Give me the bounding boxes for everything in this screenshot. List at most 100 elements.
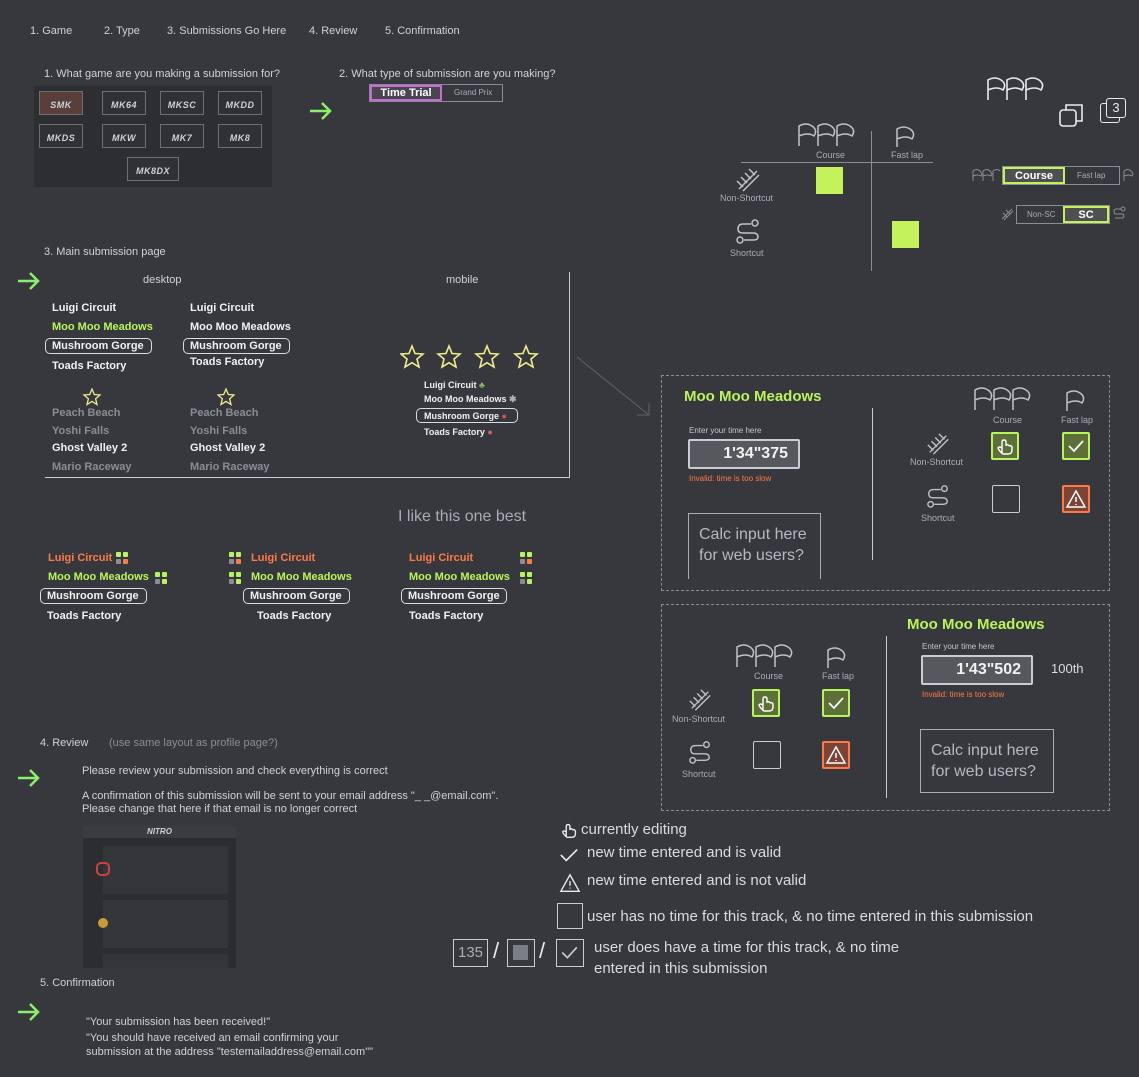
panel-b-rank: 100th	[1051, 661, 1084, 676]
track-item-selected[interactable]: Mushroom Gorge	[243, 588, 350, 604]
track-item[interactable]: Luigi Circuit	[409, 552, 474, 564]
panel-b-cell-fast-nonsc[interactable]	[822, 689, 850, 717]
matrix-hline	[741, 162, 933, 163]
step-tab-type[interactable]: 2. Type	[104, 25, 140, 37]
track-item-selected[interactable]: Mushroom Gorge	[401, 588, 507, 604]
panel-b-cell-fast-sc[interactable]	[822, 741, 850, 769]
mobile-track-item[interactable]: Luigi Circuit ♣	[424, 380, 485, 390]
toggle-shortcut-icon	[1113, 206, 1126, 219]
track-item[interactable]: Mario Raceway	[190, 461, 270, 473]
track-item[interactable]: Luigi Circuit	[48, 552, 113, 564]
toggle-non-sc[interactable]: Non-SC	[1027, 210, 1056, 219]
type-time-trial[interactable]: Time Trial	[370, 85, 442, 101]
status-dots-icon	[228, 551, 244, 565]
legend-editing: currently editing	[581, 821, 687, 838]
track-rail-icon	[736, 168, 760, 192]
game-card-smk[interactable]: SMK	[39, 91, 83, 115]
track-rail-icon	[689, 689, 711, 711]
time-value-sample: 135	[453, 939, 488, 967]
matrix-cell-fast-sc[interactable]	[892, 221, 919, 248]
toggle-course[interactable]: Course	[1003, 167, 1065, 184]
panel-b-time-input[interactable]: 1'43"502	[921, 655, 1033, 685]
panel-b-non-shortcut-label: Non-Shortcut	[672, 714, 726, 724]
track-item[interactable]: Luigi Circuit	[52, 302, 117, 314]
game-card-mksc[interactable]: MKSC	[160, 91, 204, 115]
panel-a-calc-input[interactable]: Calc input here for web users?	[688, 513, 821, 579]
game-card-mkw[interactable]: MKW	[102, 124, 146, 148]
game-card-mk7[interactable]: MK7	[160, 124, 204, 148]
track-item[interactable]: Yoshi Falls	[190, 425, 248, 437]
mobile-track-item-selected[interactable]: Mushroom Gorge ●	[416, 408, 518, 423]
panel-b-shortcut-label: Shortcut	[682, 769, 716, 779]
status-dots-icon	[154, 571, 170, 585]
warning-icon	[559, 873, 581, 892]
fast-lap-flag-icon	[827, 647, 846, 668]
star-icon[interactable]	[217, 388, 235, 406]
game-card-mkdd[interactable]: MKDD	[218, 91, 262, 115]
arrow-right-icon	[18, 769, 40, 787]
step-tab-confirmation[interactable]: 5. Confirmation	[385, 25, 460, 37]
panel-a-cell-fast-nonsc[interactable]	[1062, 432, 1090, 460]
track-item[interactable]: Luigi Circuit	[251, 552, 316, 564]
track-item[interactable]: Ghost Valley 2	[52, 442, 128, 454]
track-item[interactable]: Moo Moo Meadows	[48, 571, 149, 583]
game-card-mk8dx[interactable]: MK8DX	[127, 157, 179, 181]
star-icon	[473, 344, 501, 369]
legend-slash: /	[539, 938, 546, 963]
panel-a-time-label: Enter your time here	[689, 426, 762, 435]
track-item[interactable]: Peach Beach	[52, 407, 121, 419]
step-tab-game[interactable]: 1. Game	[30, 25, 73, 37]
step-tab-review[interactable]: 4. Review	[309, 25, 358, 37]
track-item[interactable]: Luigi Circuit	[190, 302, 255, 314]
track-item-active[interactable]: Moo Moo Meadows	[52, 321, 153, 333]
track-item[interactable]: Peach Beach	[190, 407, 259, 419]
track-item[interactable]: Moo Moo Meadows	[251, 571, 352, 583]
arrow-right-icon	[18, 272, 40, 290]
star-icon[interactable]	[83, 388, 101, 406]
track-item[interactable]: Ghost Valley 2	[190, 442, 266, 454]
panel-a-divider	[872, 408, 873, 560]
legend-valid: new time entered and is valid	[587, 844, 782, 861]
track-item[interactable]: Toads Factory	[257, 610, 332, 622]
connector-arrow-icon	[576, 356, 650, 416]
arrow-right-icon	[18, 1003, 40, 1021]
track-item[interactable]: Moo Moo Meadows	[409, 571, 510, 583]
track-item-selected[interactable]: Mushroom Gorge	[45, 338, 152, 354]
toggle-sc[interactable]: SC	[1063, 206, 1109, 223]
panel-b-cell-course-sc[interactable]	[753, 741, 781, 769]
panel-a-time-input[interactable]: 1'34"375	[688, 439, 800, 469]
flags-icon	[987, 77, 1044, 100]
mobile-track-item[interactable]: Moo Moo Meadows ✱	[424, 394, 517, 404]
panel-a-cell-fast-sc[interactable]	[1062, 485, 1090, 513]
track-item-selected[interactable]: Mushroom Gorge	[183, 338, 290, 354]
arrow-right-icon	[310, 102, 332, 120]
type-grand-prix[interactable]: Grand Prix	[454, 88, 493, 97]
track-rail-icon	[927, 433, 949, 455]
game-card-mk8[interactable]: MK8	[218, 124, 262, 148]
track-item[interactable]: Mario Raceway	[52, 461, 132, 473]
shortcut-route-icon	[927, 485, 948, 508]
step-tab-submissions[interactable]: 3. Submissions Go Here	[167, 25, 287, 37]
panel-a-fast-lap-label: Fast lap	[1061, 415, 1094, 425]
confirmation-line3: submission at the address "testemailaddr…	[86, 1046, 373, 1058]
mobile-track-item[interactable]: Toads Factory ●	[424, 427, 493, 437]
track-item[interactable]: Toads Factory	[190, 356, 265, 368]
panel-b-calc-input[interactable]: Calc input here for web users?	[920, 729, 1054, 793]
favorite-note: I like this one best	[398, 508, 527, 525]
panel-a-cell-course-sc[interactable]	[992, 485, 1020, 513]
game-card-mk64[interactable]: MK64	[102, 91, 146, 115]
panel-a-cell-course-nonsc[interactable]	[991, 432, 1019, 460]
track-item[interactable]: Toads Factory	[52, 360, 127, 372]
track-item[interactable]: Toads Factory	[409, 610, 484, 622]
game-card-mkds[interactable]: MKDS	[39, 124, 83, 148]
track-item[interactable]: Yoshi Falls	[52, 425, 110, 437]
ball-icon: ●	[487, 427, 493, 437]
panel-b-cell-course-nonsc[interactable]	[752, 689, 780, 717]
profile-preview: NITRO	[83, 826, 236, 968]
matrix-cell-course-nonsc[interactable]	[816, 167, 843, 194]
section4-title: 4. Review	[40, 737, 89, 749]
track-item-selected[interactable]: Mushroom Gorge	[40, 588, 147, 604]
track-item[interactable]: Moo Moo Meadows	[190, 321, 291, 333]
toggle-fast-lap[interactable]: Fast lap	[1077, 171, 1106, 180]
track-item[interactable]: Toads Factory	[47, 610, 122, 622]
